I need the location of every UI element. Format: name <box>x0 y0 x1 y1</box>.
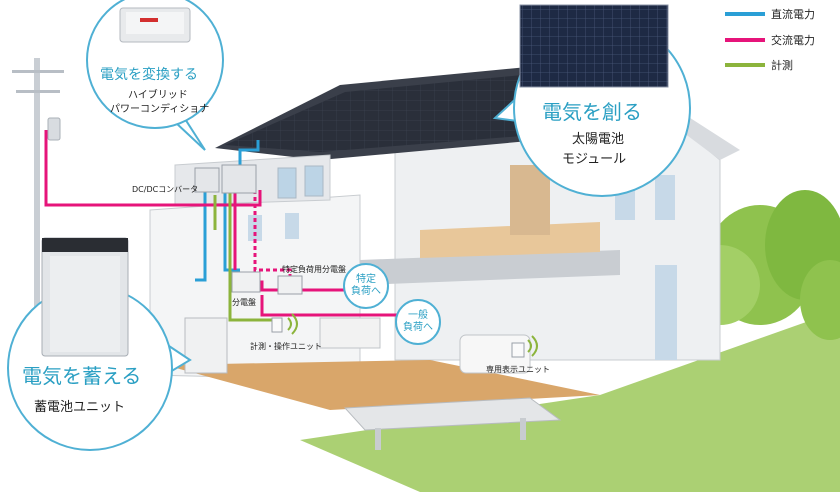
solar-title: 電気を創る <box>542 100 642 124</box>
panel-label: 分電盤 <box>232 298 256 307</box>
specific-load-bubble <box>343 263 389 309</box>
wireless-icon-2 <box>527 335 538 357</box>
meter-unit <box>271 317 283 333</box>
display-unit-label: 専用表示ユニット <box>486 365 550 374</box>
specific-panel-label: 特定負荷用分電盤 <box>282 265 346 274</box>
meter-unit-label: 計測・操作ユニット <box>250 342 322 351</box>
dcdc-converter <box>194 167 220 193</box>
specific-load-panel <box>277 275 303 295</box>
specific-load-label: 特定 負荷へ <box>348 274 384 298</box>
utility-pole <box>12 58 64 388</box>
lawn <box>300 310 840 492</box>
converter-title: 電気を変換する <box>100 67 198 83</box>
storage-title: 電気を蓄える <box>22 364 142 388</box>
storage-bubble <box>7 237 192 451</box>
dcdc-label: DC/DCコンバータ <box>132 185 199 194</box>
solar-sub1: 太陽電池 <box>572 132 625 147</box>
general-load-label: 一般 負荷へ <box>400 310 436 334</box>
display-unit <box>511 342 525 358</box>
legend-dc-swatch <box>725 12 765 16</box>
distribution-panel <box>231 271 261 293</box>
general-load-line1: 一般 <box>408 310 428 321</box>
solar-sub2: モジュール <box>562 152 627 167</box>
legend-meter-text: 計測 <box>771 59 793 72</box>
converter-sub2: パワーコンディショナ <box>110 104 210 115</box>
general-load-bubble <box>395 299 441 345</box>
solar-bubble <box>492 4 691 197</box>
legend-ac-swatch <box>725 38 765 42</box>
wireless-icon <box>287 313 298 335</box>
legend-dc-text: 直流電力 <box>771 8 815 21</box>
specific-load-line2: 負荷へ <box>351 286 381 297</box>
legend-dc: 直流電力 <box>725 6 815 22</box>
roof-solar-array <box>225 68 595 152</box>
power-conditioner <box>221 164 257 194</box>
meter-wiring <box>213 190 275 322</box>
legend-ac: 交流電力 <box>725 32 815 48</box>
legend-meter-swatch <box>725 63 765 67</box>
converter-bubble <box>86 0 224 151</box>
storage-sub1: 蓄電池ユニット <box>34 400 126 415</box>
legend-meter: 計測 <box>725 57 793 73</box>
specific-load-line1: 特定 <box>356 274 376 285</box>
legend-ac-text: 交流電力 <box>771 34 815 47</box>
general-load-line2: 負荷へ <box>403 322 433 333</box>
converter-sub1: ハイブリッド <box>128 90 188 101</box>
